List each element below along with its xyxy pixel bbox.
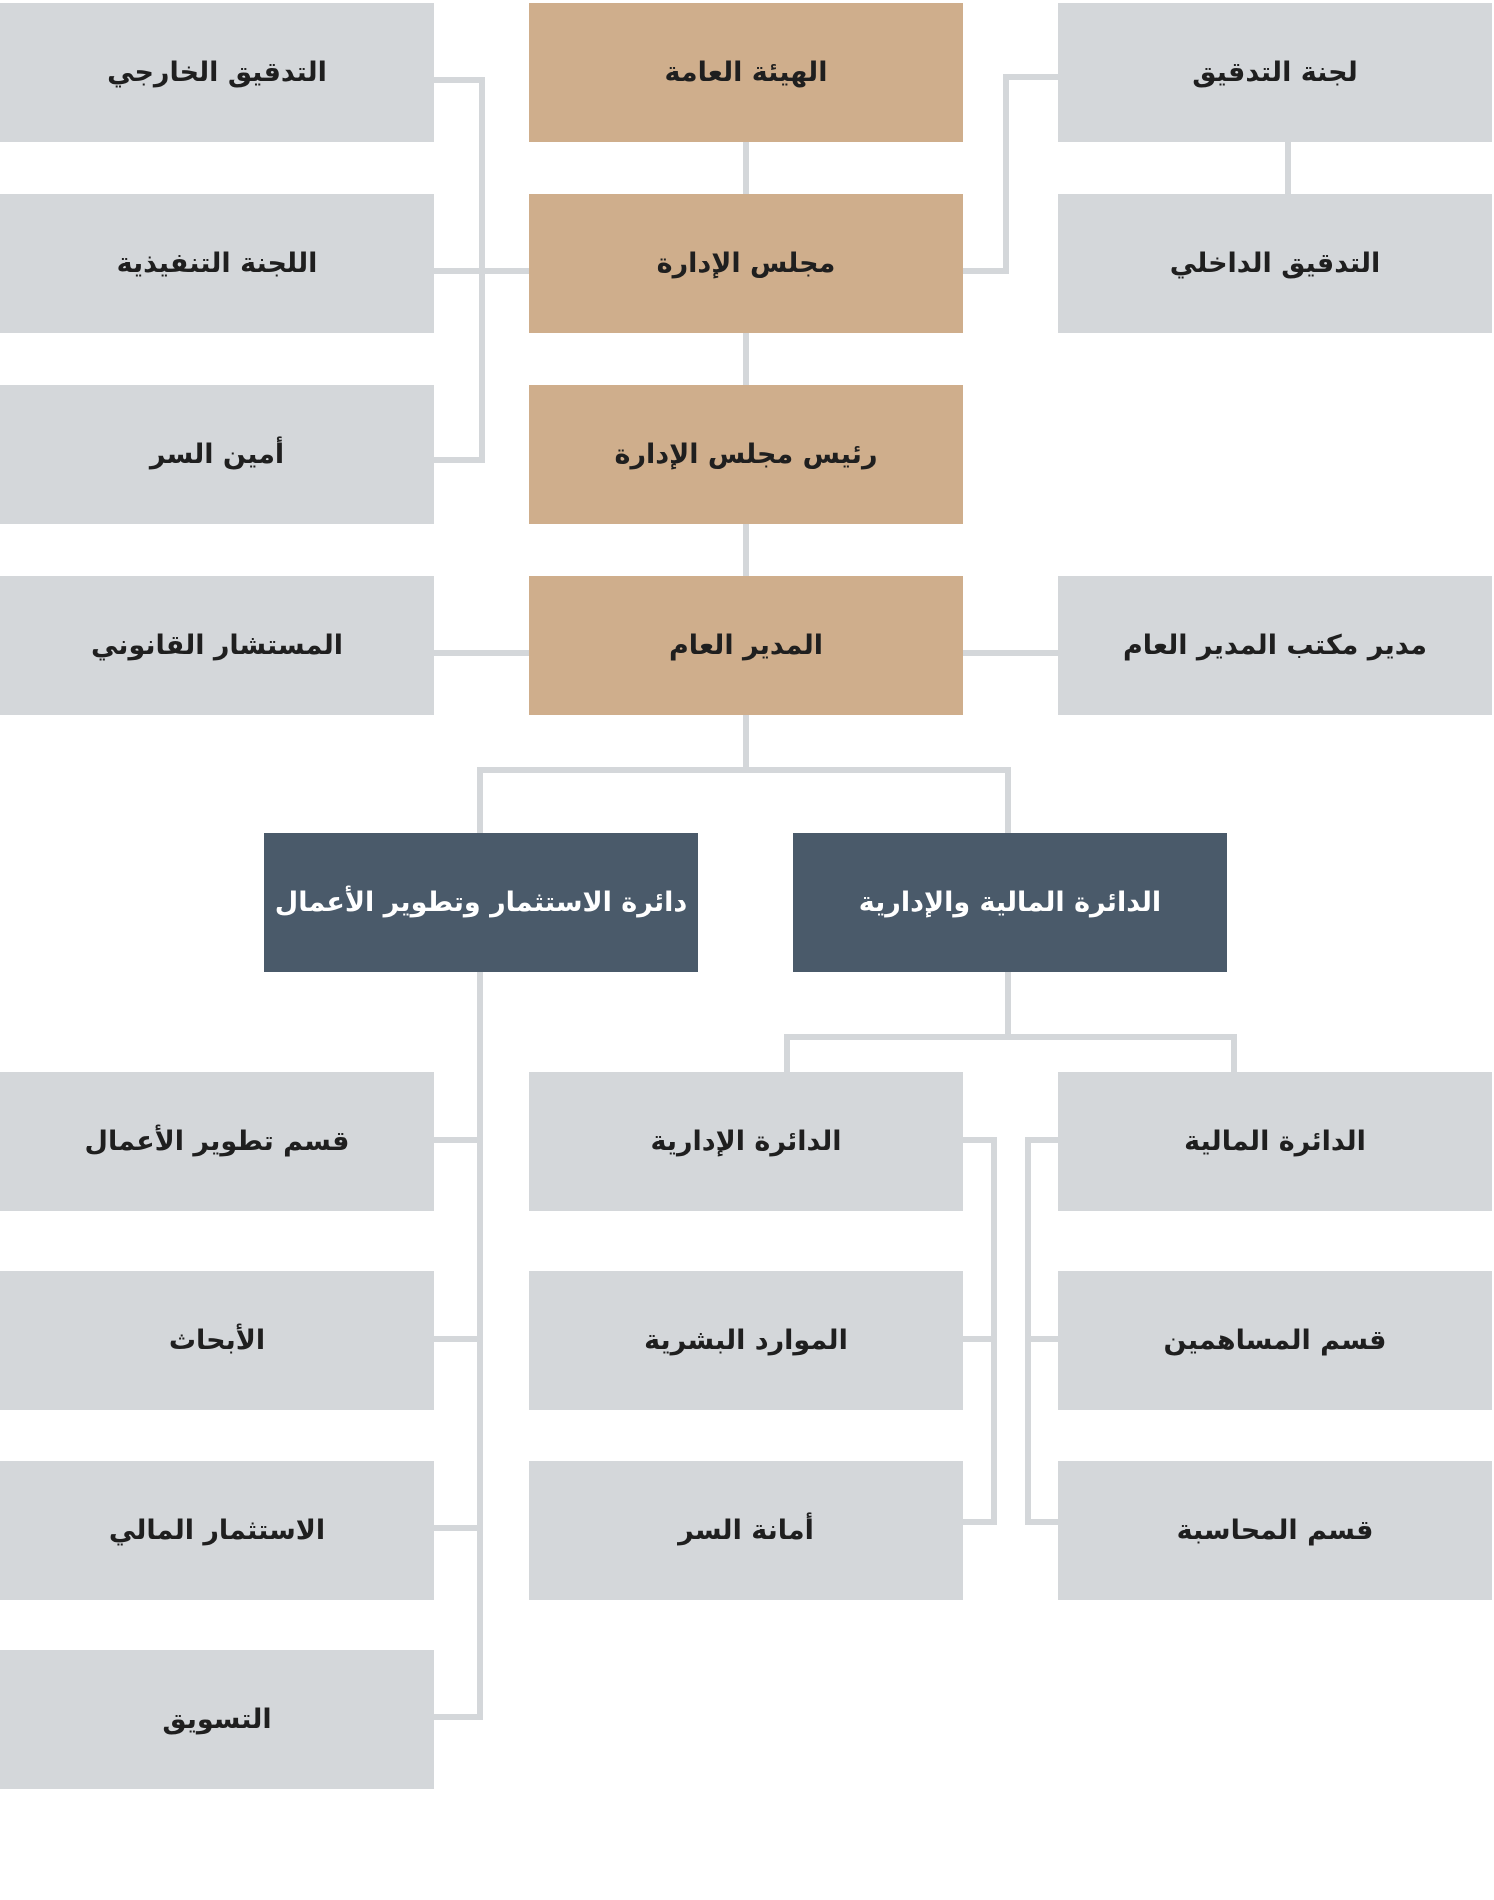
financial-investment-label: الاستثمار المالي: [108, 1515, 326, 1546]
financial-department-label: الدائرة المالية: [1184, 1126, 1366, 1157]
general-assembly-box: الهيئة العامة: [529, 3, 963, 142]
business-development-label: قسم تطوير الأعمال: [84, 1126, 350, 1157]
shareholders-section-box: قسم المساهمين: [1058, 1271, 1492, 1410]
legal-counsel-label: المستشار القانوني: [90, 630, 344, 661]
connector-investment-bracket: [434, 972, 483, 1720]
board-of-directors-box: مجلس الإدارة: [529, 194, 963, 333]
connector-finance-bracket: [1025, 1137, 1058, 1525]
accounting-section-box: قسم المحاسبة: [1058, 1461, 1492, 1600]
audit-committee-box: لجنة التدقيق: [1058, 3, 1492, 142]
connector-fa-split: [784, 972, 1237, 1072]
finance-admin-department-label: الدائرة المالية والإدارية: [858, 887, 1162, 918]
external-audit-label: التدقيق الخارجي: [107, 57, 327, 88]
human-resources-label: الموارد البشرية: [644, 1325, 848, 1356]
shareholders-section-label: قسم المساهمين: [1163, 1325, 1387, 1356]
executive-committee-box: اللجنة التنفيذية: [0, 194, 434, 333]
gm-office-manager-label: مدير مكتب المدير العام: [1122, 630, 1428, 661]
legal-counsel-box: المستشار القانوني: [0, 576, 434, 715]
board-secretary-box: أمين السر: [0, 385, 434, 524]
board-chairman-box: رئيس مجلس الإدارة: [529, 385, 963, 524]
research-box: الأبحاث: [0, 1271, 434, 1410]
accounting-section-label: قسم المحاسبة: [1176, 1515, 1374, 1546]
finance-admin-department-box: الدائرة المالية والإدارية: [793, 833, 1227, 972]
internal-audit-label: التدقيق الداخلي: [1169, 248, 1381, 279]
administrative-department-box: الدائرة الإدارية: [529, 1072, 963, 1211]
external-audit-box: التدقيق الخارجي: [0, 3, 434, 142]
secretariat-box: أمانة السر: [529, 1461, 963, 1600]
investment-department-label: دائرة الاستثمار وتطوير الأعمال: [274, 887, 688, 918]
internal-audit-box: التدقيق الداخلي: [1058, 194, 1492, 333]
financial-department-box: الدائرة المالية: [1058, 1072, 1492, 1211]
administrative-department-label: الدائرة الإدارية: [650, 1126, 842, 1157]
connector-board-left: [434, 77, 529, 463]
marketing-box: التسويق: [0, 1650, 434, 1789]
connector-audit-right: [962, 74, 1058, 274]
research-label: الأبحاث: [168, 1325, 266, 1356]
board-secretary-label: أمين السر: [149, 439, 285, 470]
human-resources-box: الموارد البشرية: [529, 1271, 963, 1410]
audit-committee-label: لجنة التدقيق: [1192, 57, 1358, 88]
business-development-box: قسم تطوير الأعمال: [0, 1072, 434, 1211]
marketing-label: التسويق: [162, 1704, 272, 1735]
board-chairman-label: رئيس مجلس الإدارة: [614, 439, 878, 470]
general-manager-box: المدير العام: [529, 576, 963, 715]
financial-investment-box: الاستثمار المالي: [0, 1461, 434, 1600]
investment-department-box: دائرة الاستثمار وتطوير الأعمال: [264, 833, 698, 972]
general-assembly-label: الهيئة العامة: [664, 57, 828, 88]
secretariat-label: أمانة السر: [678, 1515, 814, 1546]
board-of-directors-label: مجلس الإدارة: [656, 248, 836, 279]
executive-committee-label: اللجنة التنفيذية: [116, 248, 318, 279]
general-manager-label: المدير العام: [669, 630, 823, 661]
gm-office-manager-box: مدير مكتب المدير العام: [1058, 576, 1492, 715]
connector-dept-split: [477, 767, 1011, 833]
connector-admin-bracket: [962, 1137, 997, 1525]
